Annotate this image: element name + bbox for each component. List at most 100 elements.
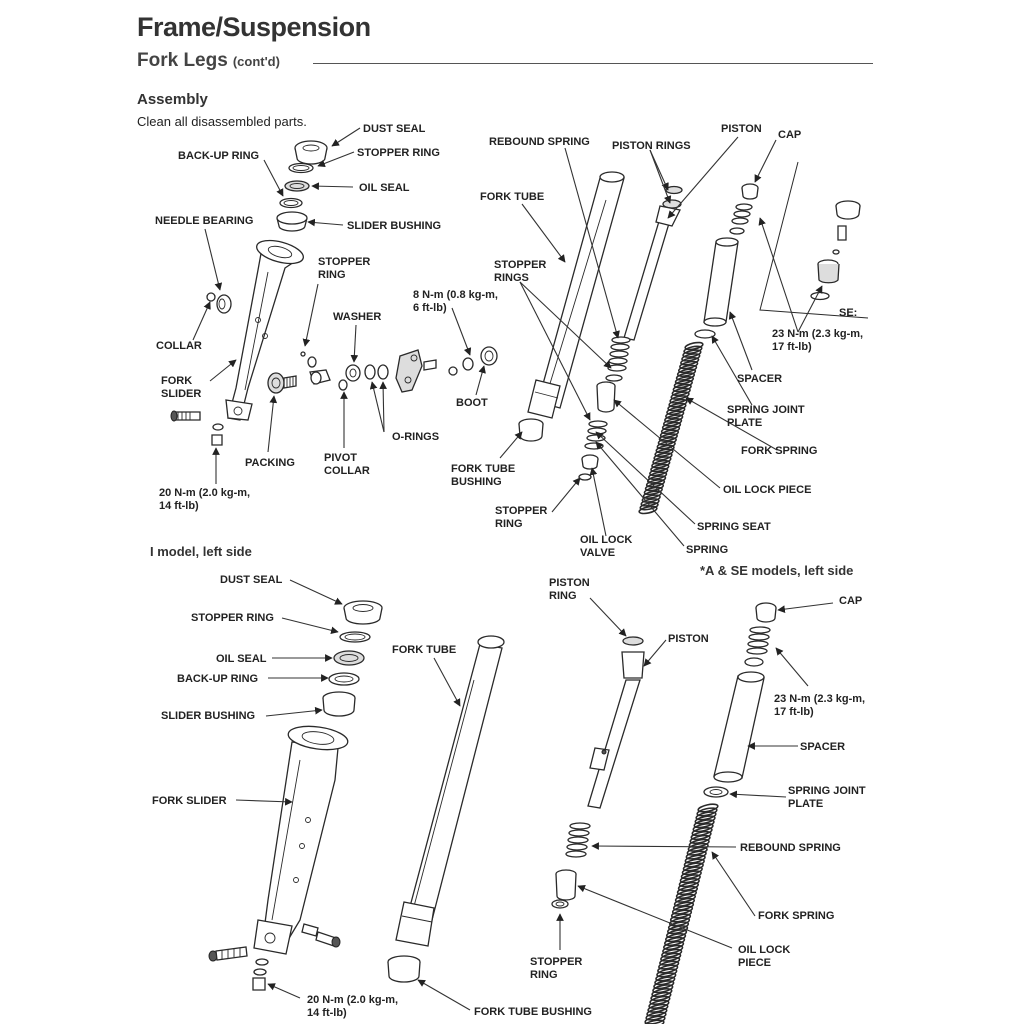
spring-coil [667,402,687,412]
spring-coil [696,807,718,817]
label-fork-slider-b: SLIDER [161,388,201,400]
label-torque-23b: 17 ft-lb) [774,706,814,718]
spring-coil [677,881,700,892]
label-oil-seal: OIL SEAL [216,653,267,665]
backup-ring-part [279,197,303,209]
spring-coil [673,379,693,389]
spring-coil [666,925,689,935]
spring-coil [649,995,671,1005]
spring-coil [673,897,696,907]
fork-slider-part [225,239,304,421]
boot-part [448,346,498,376]
page-subtitle: Fork Legs(cont'd) [137,50,280,72]
linkage-part [395,349,437,393]
slider-bolt-part [170,410,201,422]
spring-coil [684,341,704,351]
spring-coil [643,486,663,496]
spring-coil [658,433,678,442]
label-torque-20b: 14 ft-lb) [159,500,199,512]
label-torque-8a: 8 N-m (0.8 kg-m, [413,289,498,301]
bottom-left-parts [208,600,505,991]
washer-part [345,364,361,382]
label-stopper-ring-2a: STOPPER [318,256,370,268]
label-spring-joint-plate-b: PLATE [788,798,823,810]
label-packing: PACKING [245,457,295,469]
label-piston-ring-a: PISTON [549,577,590,589]
fork-tube-bushing-part [518,418,544,442]
label-spring: SPRING [686,544,728,556]
label-torque-20a: 20 N-m (2.0 kg-m, [307,994,398,1006]
spring-coil [655,972,677,982]
spring-coil [660,952,682,962]
label-oil-seal: OIL SEAL [359,182,410,194]
label-slider-bushing: SLIDER BUSHING [347,220,441,232]
piston-part [623,185,683,341]
label-spacer: SPACER [800,741,845,753]
label-piston-rings: PISTON RINGS [612,140,691,152]
spring-coil [640,498,660,507]
spring-coil [682,862,704,872]
spring-coil [665,410,685,419]
label-torque-23a: 23 N-m (2.3 kg-m, [774,693,865,705]
label-se: SE: [839,307,857,319]
label-stopper-ring-b: RING [495,518,523,530]
label-rebound-spring: REBOUND SPRING [489,136,590,148]
spring-coil [654,448,674,458]
label-stopper-ring-a: STOPPER [495,505,547,517]
spacer-part [703,237,739,327]
spring-coil [654,976,676,986]
rebound-spring-part [565,822,591,858]
label-stopper-ring-a: STOPPER [530,956,582,968]
label-torque-20b: 14 ft-lb) [307,1007,347,1019]
spring-coil [641,494,661,503]
spring-coil [679,874,701,884]
label-torque-8b: 6 ft-lb) [413,302,447,314]
fork-tube-part [395,635,505,947]
label-oil-lock-piece: OIL LOCK PIECE [723,484,811,496]
slider-bushing-part [276,211,308,232]
slider-bolt-part [208,946,248,962]
spacer-part [713,671,765,783]
spring-coil [649,467,669,477]
spring-coil [671,387,691,397]
spring-coil [695,811,717,821]
dust-seal-part [294,140,328,165]
spring-coil [675,889,698,899]
label-pivot-collar-a: PIVOT [324,452,357,464]
top-left-parts [170,140,498,446]
spring-coil [694,815,716,825]
spring-coil [664,414,684,423]
lower-bolt-part [252,958,269,991]
label-spring-seat: SPRING SEAT [697,521,771,533]
spring-coil [665,929,688,939]
label-collar: COLLAR [156,340,202,352]
spring-coil [674,893,697,903]
label-fork-slider-a: FORK [161,375,192,387]
spring-coil [672,901,695,911]
stopper-ring-part [339,631,371,643]
spring-coil [661,421,682,431]
label-fork-tube-bushing-a: FORK TUBE [451,463,515,475]
fork-tube-bushing-part [387,955,421,983]
rebound-spring-part [605,336,631,382]
label-stopper-ring-2b: RING [318,269,346,281]
oil-seal-part [284,180,310,192]
spring-coil [652,984,674,994]
spring-coil [683,345,703,355]
spring-coil [663,936,686,947]
label-fork-tube-bushing-b: BUSHING [451,476,502,488]
spring-coil [687,842,709,852]
label-stopper-ring: STOPPER RING [191,612,274,624]
label-fork-spring: FORK SPRING [758,910,834,922]
slider-bushing-part [322,691,356,717]
spring-coil [644,482,665,492]
cap-part [729,183,759,235]
spring-coil [662,418,683,427]
spring-coil [676,885,699,896]
subtitle-text: Fork Legs [137,50,228,71]
spring-coil [670,391,690,400]
label-slider-bushing: SLIDER BUSHING [161,710,255,722]
label-rebound-spring: REBOUND SPRING [740,842,841,854]
label-torque-20a: 20 N-m (2.0 kg-m, [159,487,250,499]
